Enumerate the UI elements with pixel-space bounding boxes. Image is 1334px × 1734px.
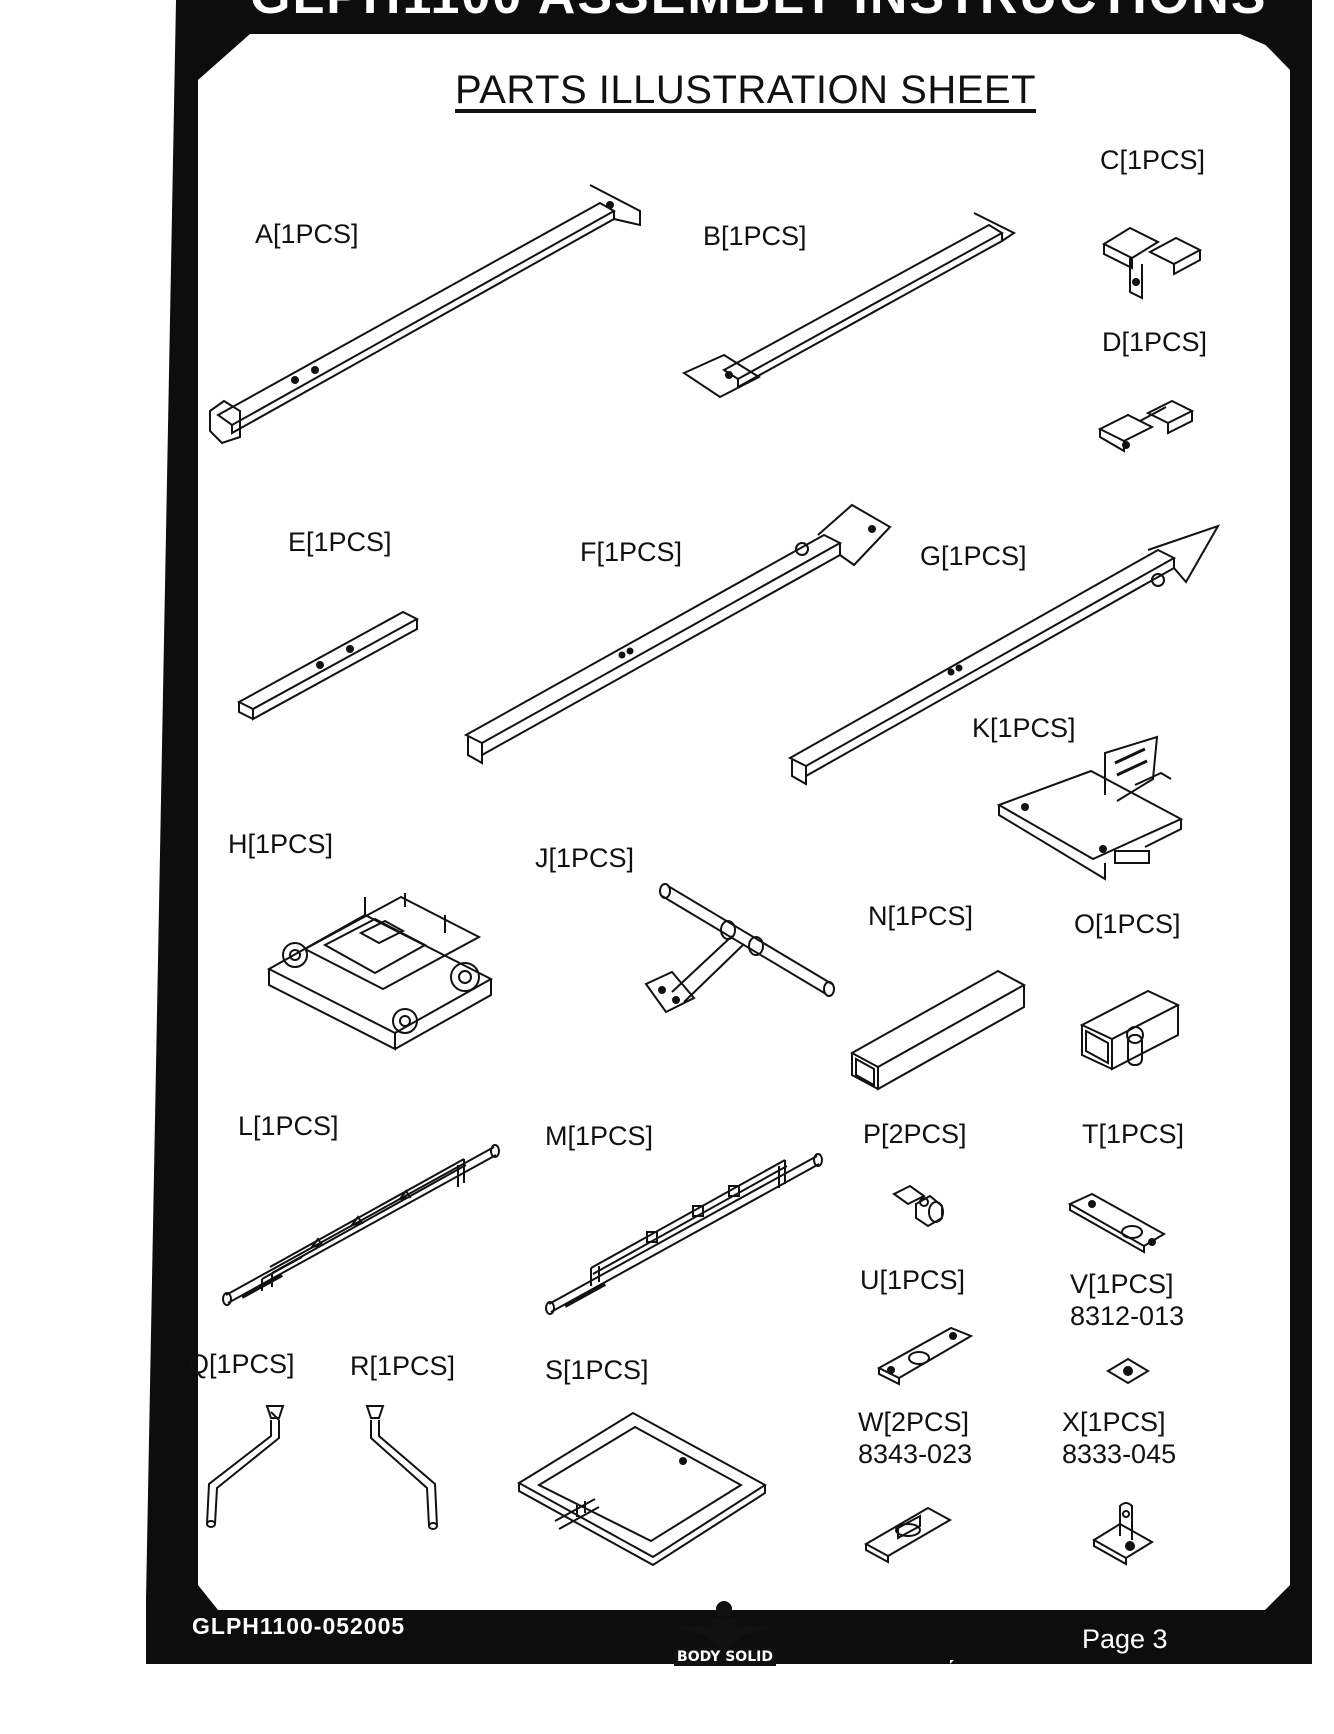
part-q-illustration xyxy=(195,1400,295,1530)
part-label-e: E[1PCS] xyxy=(288,527,392,557)
part-label-l: L[1PCS] xyxy=(238,1111,339,1141)
part-label-r: R[1PCS] xyxy=(350,1351,456,1381)
part-k-illustration xyxy=(995,733,1195,885)
part-label-f: F[1PCS] xyxy=(580,537,683,567)
part-e-illustration xyxy=(235,607,425,727)
part-t-illustration xyxy=(1066,1188,1171,1256)
part-label-w-name: W[2PCS] xyxy=(858,1407,970,1437)
part-l-illustration xyxy=(222,1135,502,1310)
part-label-a: A[1PCS] xyxy=(255,219,359,249)
part-g-illustration xyxy=(786,522,1226,792)
part-label-t: T[1PCS] xyxy=(1082,1119,1185,1149)
part-label-d: D[1PCS] xyxy=(1102,327,1208,357)
part-code-w: 8343-023 xyxy=(858,1439,973,1469)
part-h-illustration xyxy=(265,885,505,1060)
part-a-illustration xyxy=(210,175,650,450)
part-label-q: Q[1PCS] xyxy=(188,1349,295,1379)
part-label-n: N[1PCS] xyxy=(868,901,974,931)
header-title: GLPH1100 ASSEMBLY INSTRUCTIONS xyxy=(250,0,1265,26)
part-w-illustration xyxy=(862,1500,954,1562)
document-code: GLPH1100-052005 xyxy=(192,1613,406,1639)
part-label-x-name: X[1PCS] xyxy=(1062,1407,1166,1437)
brand-logo-icon xyxy=(672,1601,776,1649)
part-f-illustration xyxy=(462,505,897,770)
part-r-illustration xyxy=(353,1400,448,1532)
part-j-illustration xyxy=(632,880,837,1028)
part-label-x: X[1PCS] 8333-045 xyxy=(1062,1406,1176,1470)
part-n-illustration xyxy=(848,965,1028,1095)
part-x-illustration xyxy=(1090,1500,1160,1566)
part-b-illustration xyxy=(684,205,1024,410)
part-label-p: P[2PCS] xyxy=(863,1119,967,1149)
part-label-o: O[1PCS] xyxy=(1074,909,1181,939)
part-label-k: K[1PCS] xyxy=(972,713,1076,743)
part-code-v: 8312-013 xyxy=(1070,1301,1185,1331)
brand-logo-text: BODY SOLID xyxy=(674,1648,776,1666)
page-number: Page 3 xyxy=(1082,1624,1168,1654)
part-label-j: J[1PCS] xyxy=(535,843,635,873)
part-label-g: G[1PCS] xyxy=(920,541,1027,571)
part-o-illustration xyxy=(1078,985,1183,1085)
part-label-b: B[1PCS] xyxy=(703,221,807,251)
part-label-u: U[1PCS] xyxy=(860,1265,966,1295)
part-c-illustration xyxy=(1100,222,1210,300)
part-s-illustration xyxy=(515,1405,770,1565)
part-v-illustration xyxy=(1106,1356,1150,1386)
part-p-illustration xyxy=(890,1182,950,1232)
part-d-illustration xyxy=(1096,395,1201,470)
part-label-c: C[1PCS] xyxy=(1100,145,1206,175)
part-label-w: W[2PCS] 8343-023 xyxy=(858,1406,972,1470)
part-label-m: M[1PCS] xyxy=(545,1121,654,1151)
part-label-v: V[1PCS] 8312-013 xyxy=(1070,1268,1184,1332)
part-m-illustration xyxy=(545,1140,825,1320)
part-label-v-name: V[1PCS] xyxy=(1070,1269,1174,1299)
part-code-x: 8333-045 xyxy=(1062,1439,1177,1469)
page-title: PARTS ILLUSTRATION SHEET xyxy=(455,68,1037,112)
part-label-h: H[1PCS] xyxy=(228,829,334,859)
part-label-s: S[1PCS] xyxy=(545,1355,649,1385)
part-u-illustration xyxy=(875,1318,975,1384)
